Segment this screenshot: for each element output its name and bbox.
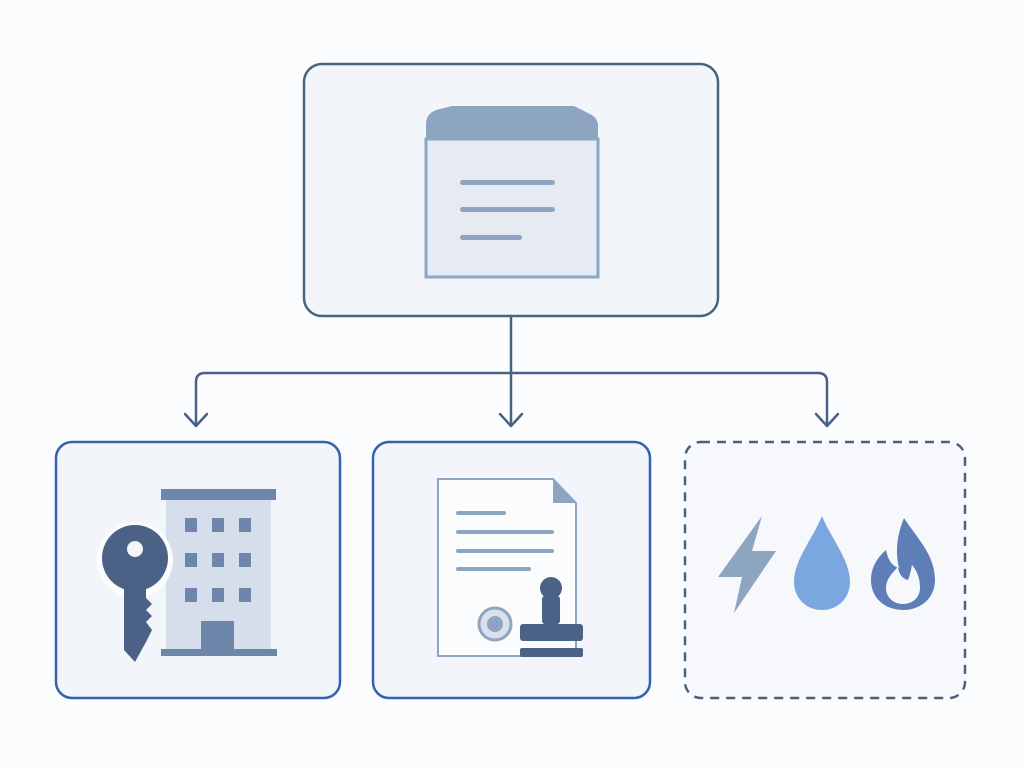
building-icon xyxy=(161,489,277,656)
lightning-icon xyxy=(718,516,776,613)
child-node-utilities xyxy=(683,440,967,700)
water-drop-icon xyxy=(794,516,850,610)
connector-branch-left xyxy=(194,371,513,426)
connector-lines xyxy=(183,314,840,428)
child-node-certificate xyxy=(371,440,652,700)
flame-icon xyxy=(871,518,935,610)
arrowhead-left-icon xyxy=(183,412,209,428)
connector-branch-right xyxy=(509,371,829,426)
arrowhead-right-icon xyxy=(814,412,840,428)
root-node xyxy=(302,62,720,318)
folder-document-icon xyxy=(424,106,600,279)
document-icon xyxy=(437,478,577,657)
child-node-property xyxy=(54,440,342,700)
key-icon xyxy=(97,522,173,662)
arrowhead-middle-icon xyxy=(498,412,524,428)
stamp-icon xyxy=(520,577,583,657)
